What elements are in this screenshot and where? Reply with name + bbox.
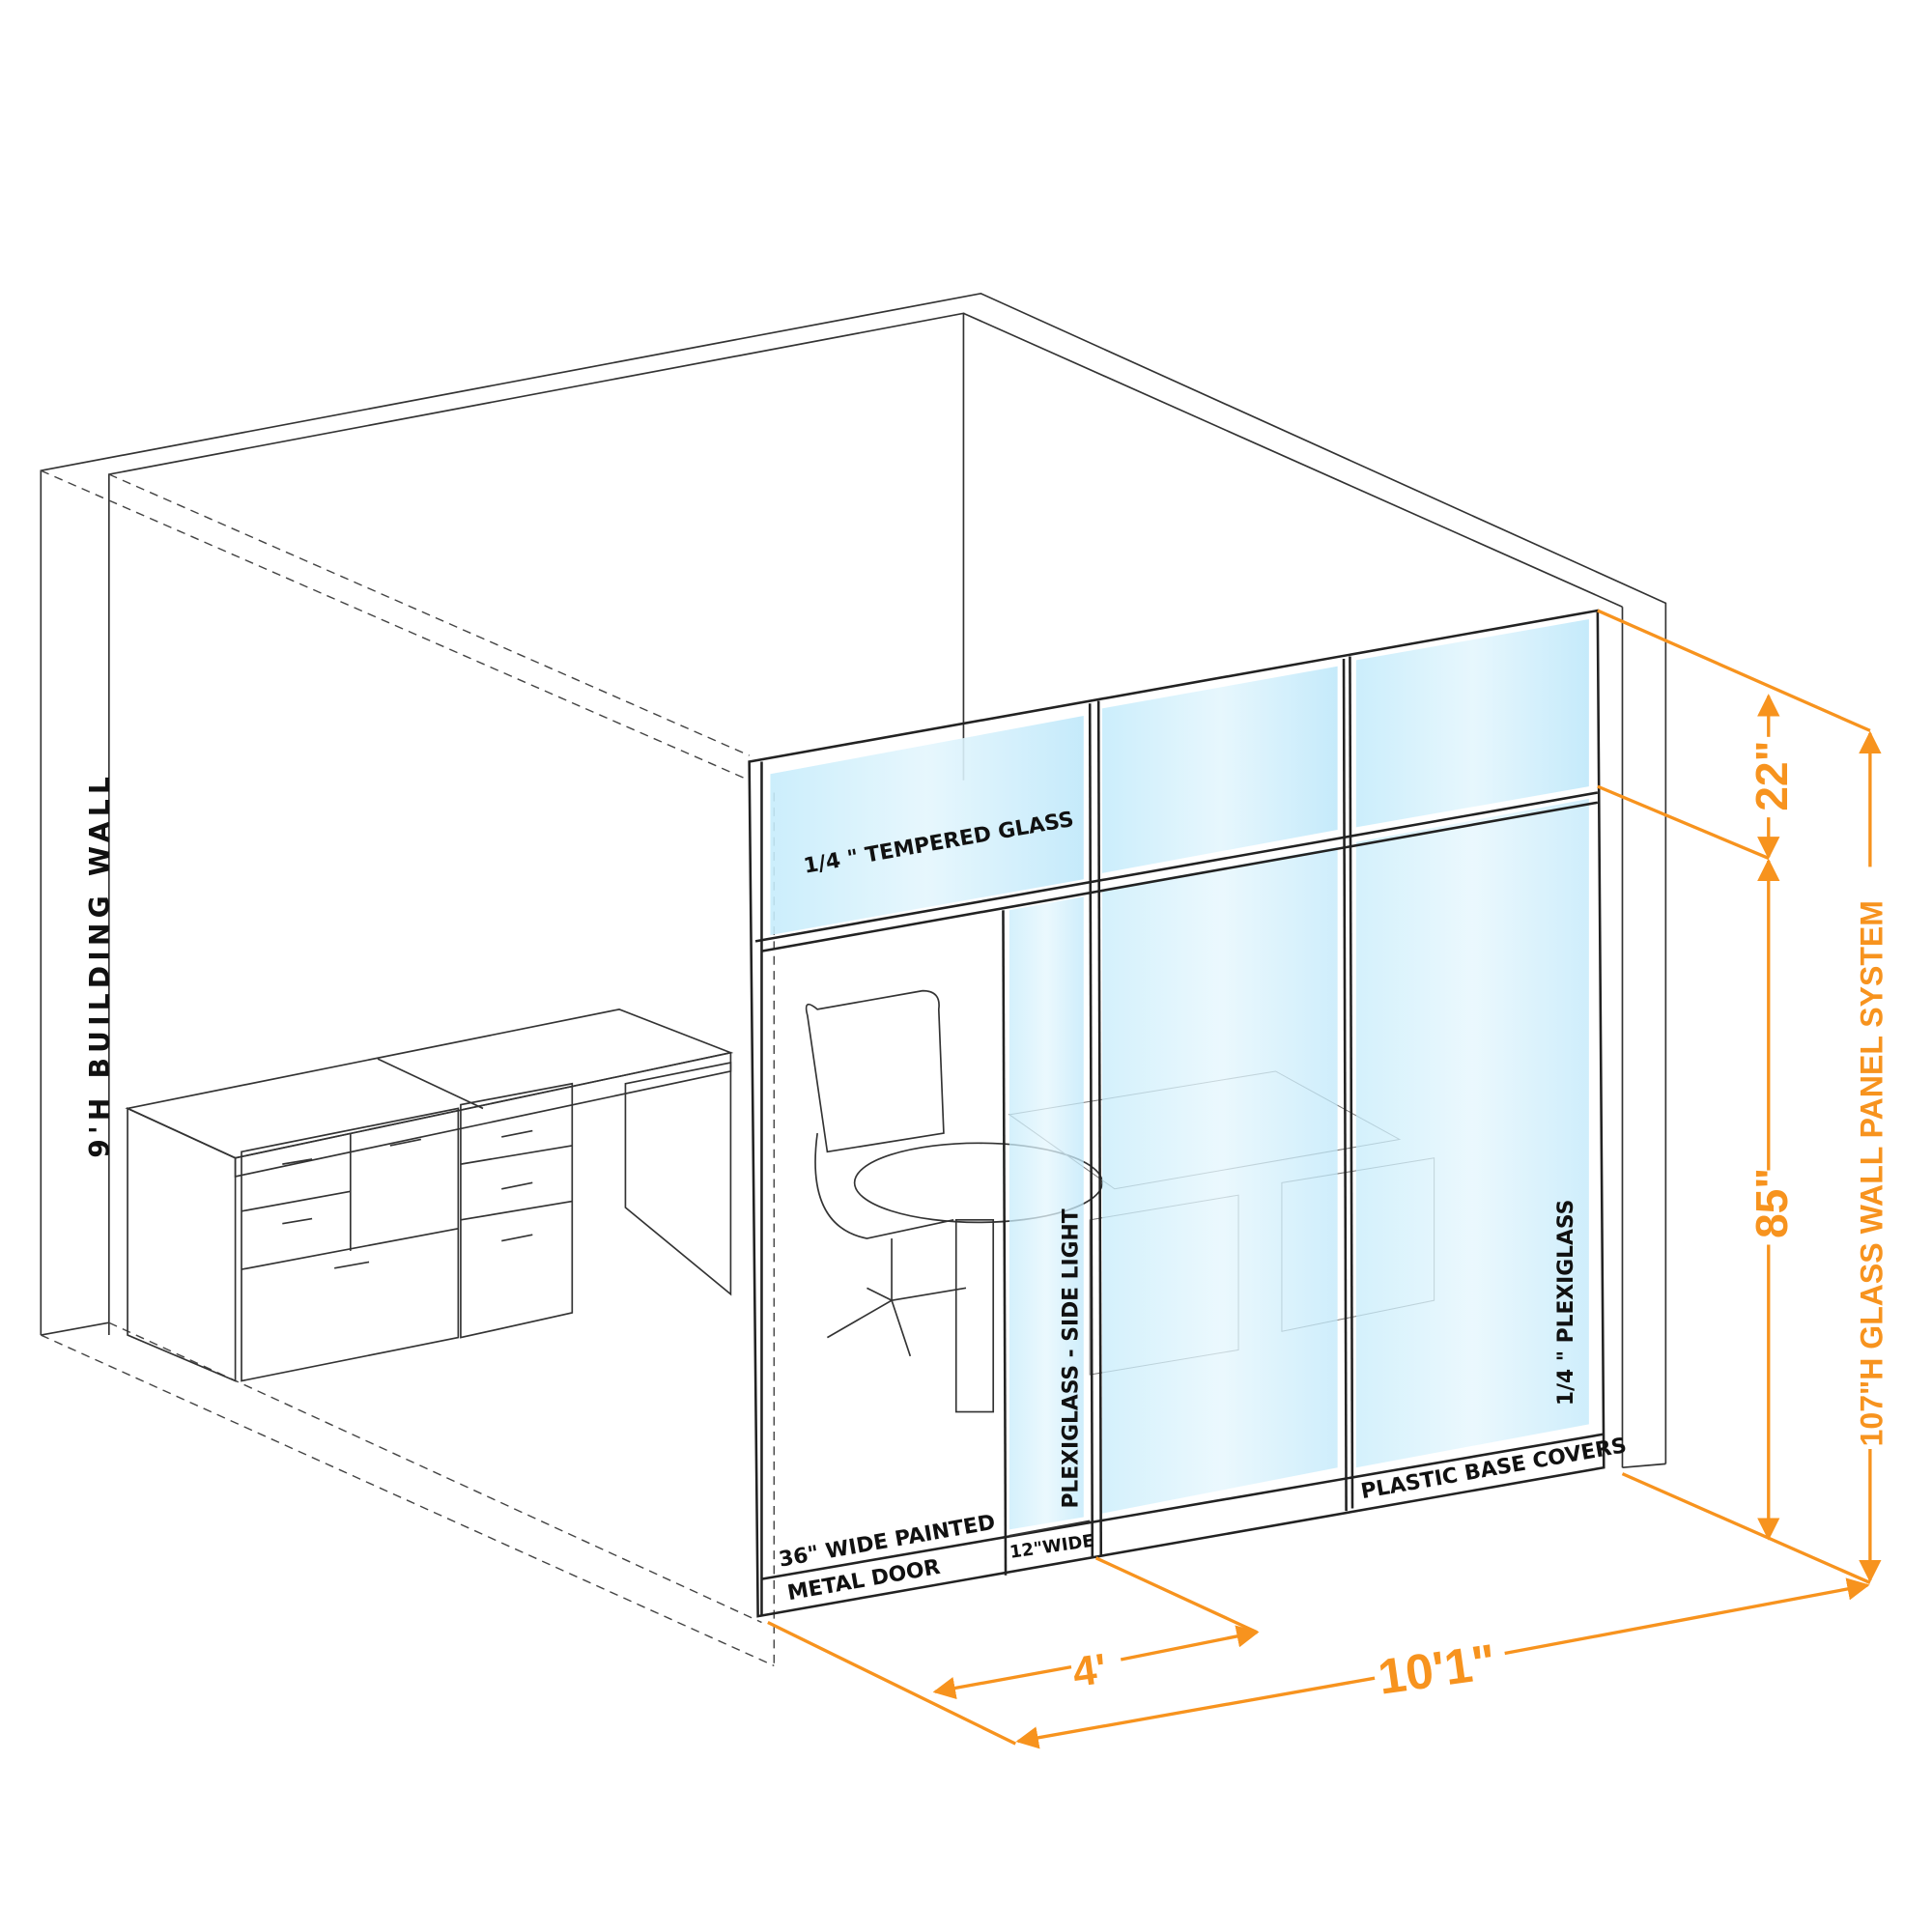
desk-furniture: [125, 1009, 734, 1382]
sidelight-glass: [1009, 896, 1084, 1530]
drawer-handles: [282, 1129, 533, 1269]
depth-dimension: 4': [1070, 1646, 1110, 1696]
width-dimension: 10'1": [1375, 1634, 1499, 1704]
office-chair: [805, 989, 967, 1357]
side-light-label: PLEXIGLASS - SIDE LIGHT: [1059, 1208, 1083, 1508]
transom-height-dimension: 22": [1747, 741, 1797, 811]
building-wall-label: 9'H BUILDING WALL: [84, 772, 116, 1158]
dimension-lines: [767, 609, 1882, 1749]
system-height-dimension: 107"H GLASS WALL PANEL SYSTEM: [1855, 900, 1889, 1446]
panel-height-dimension: 85": [1747, 1168, 1797, 1238]
lower-plexiglass-panels: [1102, 798, 1589, 1514]
glass-wall-system: [748, 609, 1605, 1618]
transom-glass: [770, 619, 1589, 935]
plexiglass-label: 1/4 " PLEXIGLASS: [1554, 1200, 1578, 1406]
